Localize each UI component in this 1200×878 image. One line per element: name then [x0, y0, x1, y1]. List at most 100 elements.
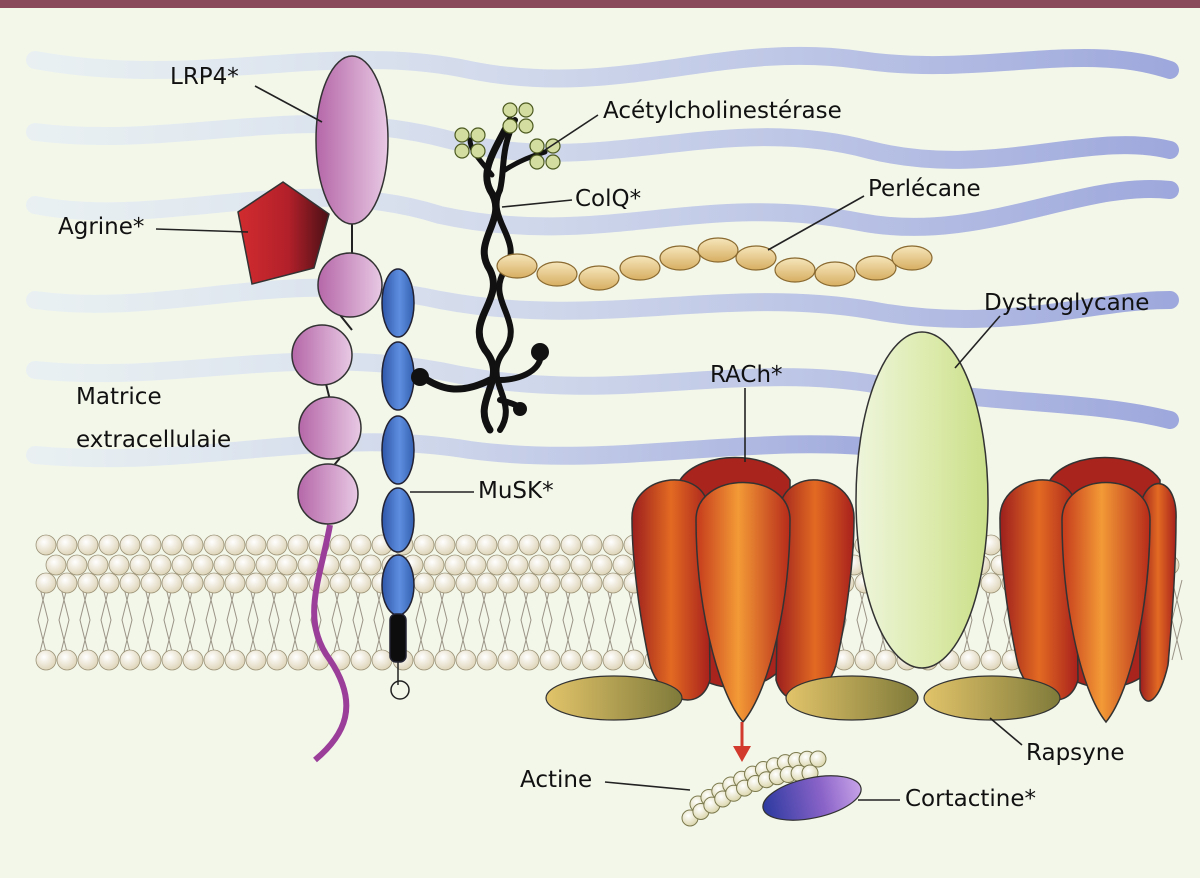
lipid-tail: [100, 579, 112, 661]
dystroglycane-protein: [855, 331, 989, 669]
ache-subunit: [454, 127, 470, 143]
lrp4-domain: [291, 324, 353, 386]
leader-line-dystroglycane: [954, 315, 1001, 369]
lipid-tail: [268, 579, 280, 661]
lipid-tail: [625, 579, 637, 661]
lipid-tail: [520, 579, 532, 661]
leader-line-actine: [604, 781, 691, 791]
lrp4-protein: [291, 55, 389, 525]
lipid-tail: [352, 579, 364, 661]
lipid-head: [287, 572, 309, 594]
lipid-head: [266, 572, 288, 594]
lipid-head: [581, 649, 603, 671]
lipid-head: [287, 649, 309, 671]
lipid-head: [560, 649, 582, 671]
lipid-head: [161, 534, 183, 556]
lipid-head: [266, 649, 288, 671]
colq-end-knob: [411, 368, 429, 386]
lipid-tail: [121, 579, 133, 661]
colq-arm: [502, 149, 548, 173]
lipid-head: [602, 534, 624, 556]
label-rapsyne: Rapsyne: [1026, 740, 1125, 766]
lipid-tail: [856, 579, 868, 661]
matrix-fiber: [26, 278, 1179, 328]
lipid-tail: [142, 579, 154, 661]
lipid-head: [444, 554, 466, 576]
lipid-tail: [499, 579, 511, 661]
lipid-head: [602, 649, 624, 671]
lipid-tail: [331, 579, 343, 661]
lipid-tail: [499, 579, 511, 661]
lipid-tail: [331, 579, 343, 661]
lipid-tail: [184, 579, 196, 661]
lipid-head: [570, 554, 592, 576]
lipid-head: [455, 572, 477, 594]
lipid-tail: [541, 579, 553, 661]
lipid-tail: [247, 579, 259, 661]
lipid-head: [150, 554, 172, 576]
perlecane-chain: [496, 237, 933, 291]
perlecane-bead: [578, 265, 620, 291]
lipid-head: [560, 572, 582, 594]
lipid-head: [539, 649, 561, 671]
lipid-head: [87, 554, 109, 576]
rach-subunit: [631, 479, 711, 701]
lipid-tail: [478, 579, 490, 661]
lipid-tail: [121, 579, 133, 661]
label-colq: ColQ*: [575, 186, 641, 212]
lipid-head: [77, 534, 99, 556]
lipid-head: [245, 534, 267, 556]
rach-subunit-front: [1061, 481, 1151, 724]
perlecane-bead: [735, 245, 777, 271]
label-rach: RACh*: [710, 362, 783, 388]
lipid-head: [224, 534, 246, 556]
lipid-head: [56, 534, 78, 556]
lipid-head: [549, 554, 571, 576]
musk-domain: [381, 554, 415, 616]
lipid-tail: [205, 579, 217, 661]
lipid-head: [875, 649, 897, 671]
top-bar: [0, 0, 1200, 8]
lipid-head: [98, 649, 120, 671]
lipid-tail: [562, 579, 574, 661]
lipid-head: [140, 534, 162, 556]
lipid-head: [224, 572, 246, 594]
rapsyne-protein: [923, 675, 1061, 721]
lipid-tail: [415, 579, 427, 661]
perlecane-bead: [855, 255, 897, 281]
lipid-head: [350, 649, 372, 671]
matrix-fiber: [26, 115, 1179, 169]
lipid-head: [224, 649, 246, 671]
lipid-head: [507, 554, 529, 576]
leader-line-lrp4: [254, 85, 323, 123]
ache-subunit: [518, 118, 534, 134]
extracellular-matrix-fibers: [26, 46, 1179, 468]
label-perlecane: Perlécane: [868, 176, 981, 202]
lipid-head: [213, 554, 235, 576]
lipid-head: [528, 554, 550, 576]
leader-line-acetylcholinesterase: [544, 114, 599, 151]
lipid-head: [182, 572, 204, 594]
lipid-head: [77, 572, 99, 594]
ache-subunit: [454, 143, 470, 159]
lipid-head: [413, 649, 435, 671]
perlecane-bead: [774, 257, 816, 283]
lipid-tail: [457, 579, 469, 661]
lipid-tail: [373, 579, 385, 661]
cortactine-protein: [762, 775, 862, 821]
lipid-head: [329, 572, 351, 594]
leader-line-perlecane: [767, 195, 865, 251]
label-musk: MuSK*: [478, 478, 554, 504]
lipid-tail: [541, 579, 553, 661]
lrp4-domain: [317, 252, 383, 318]
musk-domain: [381, 341, 415, 411]
lipid-head: [182, 534, 204, 556]
ache-subunit: [470, 127, 486, 143]
colq-strand: [475, 116, 514, 434]
lipid-tail: [184, 579, 196, 661]
lipid-head: [266, 534, 288, 556]
agrine-protein: [237, 181, 330, 285]
lipid-head: [119, 572, 141, 594]
